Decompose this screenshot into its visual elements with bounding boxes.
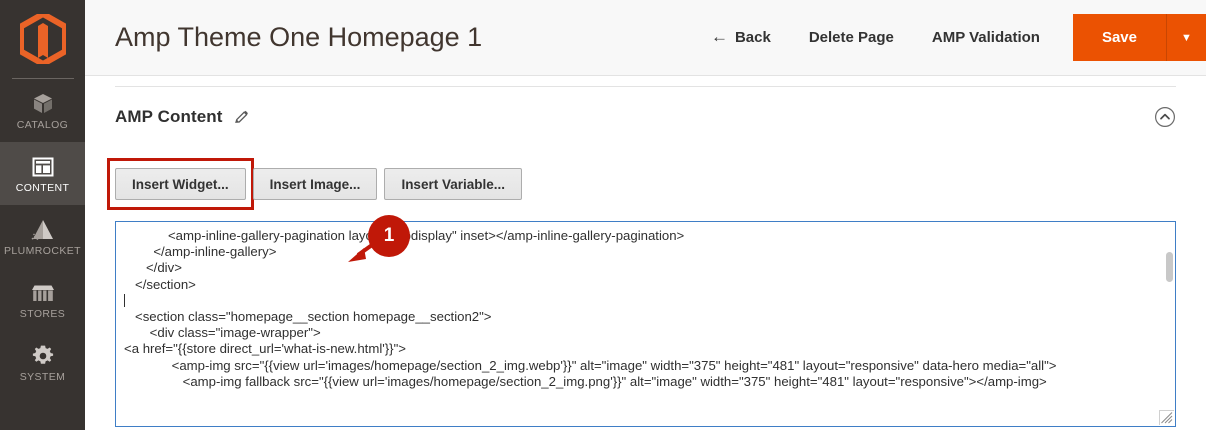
- sidebar-item-system[interactable]: SYSTEM: [0, 331, 85, 394]
- insert-widget-highlight: Insert Widget...: [107, 158, 254, 210]
- textarea-resize-handle[interactable]: [1159, 410, 1174, 425]
- page-title: Amp Theme One Homepage 1: [115, 22, 483, 52]
- magento-logo-icon: [19, 14, 66, 64]
- header-actions: ← Back Delete Page AMP Validation Save ▼: [692, 0, 1206, 75]
- sidebar-item-label: CATALOG: [16, 119, 69, 131]
- insert-image-wrap: Insert Image...: [252, 168, 378, 200]
- header-divider-row: [85, 76, 1206, 87]
- gear-icon: [31, 342, 55, 368]
- save-button-group: Save ▼: [1072, 14, 1206, 61]
- page-header: Amp Theme One Homepage 1 ← Back Delete P…: [85, 0, 1206, 76]
- box-icon: [31, 90, 55, 116]
- pyramid-icon: [30, 216, 56, 242]
- arrow-left-icon: ←: [710, 27, 728, 46]
- code-text-after-caret: <section class="homepage__section homepa…: [124, 309, 1057, 389]
- main-content: Amp Theme One Homepage 1 ← Back Delete P…: [85, 0, 1206, 430]
- amp-content-section: AMP Content: [85, 104, 1206, 427]
- section-title: AMP Content: [115, 107, 223, 126]
- editor-scrollbar-thumb[interactable]: [1166, 252, 1173, 282]
- admin-sidebar: CATALOG CONTENT: [0, 0, 85, 430]
- insert-variable-button[interactable]: Insert Variable...: [384, 168, 522, 200]
- amp-content-textarea[interactable]: <amp-inline-gallery-pagination layout="n…: [115, 221, 1176, 427]
- insert-variable-wrap: Insert Variable...: [384, 168, 522, 200]
- sidebar-item-catalog[interactable]: CATALOG: [0, 79, 85, 142]
- save-dropdown-caret-icon[interactable]: ▼: [1166, 14, 1206, 61]
- section-header: AMP Content: [115, 104, 1176, 130]
- magento-logo[interactable]: [0, 0, 85, 78]
- save-button[interactable]: Save: [1072, 14, 1166, 61]
- section-divider: [115, 86, 1176, 87]
- chevron-up-circle-icon: [1155, 107, 1175, 127]
- insert-widget-button[interactable]: Insert Widget...: [115, 168, 246, 200]
- sidebar-item-stores[interactable]: STORES: [0, 268, 85, 331]
- amp-validation-button[interactable]: AMP Validation: [913, 29, 1059, 46]
- sidebar-item-label: STORES: [19, 308, 66, 320]
- editor-scrollbar[interactable]: [1162, 222, 1175, 426]
- sidebar-item-plumrocket[interactable]: PLUMROCKET: [0, 205, 85, 268]
- pencil-icon[interactable]: [233, 109, 250, 126]
- sidebar-item-label: SYSTEM: [19, 371, 66, 383]
- back-button[interactable]: ← Back: [692, 27, 790, 46]
- code-text-before-caret: <amp-inline-gallery-pagination layout="n…: [135, 228, 685, 292]
- storefront-icon: [30, 279, 56, 305]
- back-button-label: Back: [734, 29, 771, 46]
- sidebar-item-content[interactable]: CONTENT: [0, 142, 85, 205]
- delete-page-label: Delete Page: [808, 29, 894, 46]
- editor-toolbar: Insert Widget... Insert Image... Insert …: [107, 158, 1176, 210]
- sidebar-divider: [11, 78, 74, 79]
- amp-validation-label: AMP Validation: [931, 29, 1040, 46]
- insert-image-button[interactable]: Insert Image...: [252, 168, 378, 200]
- code-editor-content[interactable]: <amp-inline-gallery-pagination layout="n…: [116, 222, 1175, 426]
- text-caret: [124, 293, 125, 307]
- delete-page-button[interactable]: Delete Page: [790, 29, 913, 46]
- collapse-section-button[interactable]: [1154, 106, 1176, 128]
- sidebar-item-label: CONTENT: [15, 182, 70, 194]
- sidebar-item-label: PLUMROCKET: [4, 245, 81, 257]
- layout-panel-icon: [31, 153, 55, 179]
